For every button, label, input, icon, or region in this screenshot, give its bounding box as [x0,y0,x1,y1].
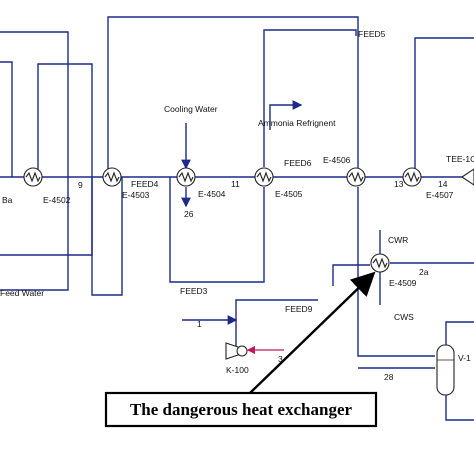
callout-arrow [249,271,376,394]
label-stream-9: 9 [78,180,83,190]
diagram-labels: FEED5 Cooling Water Ammonia Refrignent B… [0,29,474,382]
heat-exchanger-e4506 [346,167,366,187]
label-tee: TEE-1C [446,154,474,164]
compressor-k100-icon [225,342,248,360]
heat-exchanger-e4507 [402,167,422,187]
heat-exchanger-e4504 [176,167,196,187]
dangerous-exchanger-callout: The dangerous heat exchanger [104,271,378,428]
label-stream-28: 28 [384,372,394,382]
vessel-v1-icon [436,344,455,396]
label-e4506: E-4506 [323,155,351,165]
label-v1: V-1 [458,353,471,363]
feed3-return [169,177,265,283]
label-e4505: E-4505 [275,189,303,199]
label-e4502: E-4502 [43,195,71,205]
loop-e4503-bottom [91,177,123,296]
left-inner-loop [0,61,13,177]
label-e4507: E-4507 [426,190,454,200]
label-feed-water: Feed Water [0,288,44,298]
heat-exchanger-e4502 [23,167,43,187]
tee-splitter-icon [461,168,474,186]
loop-e4502 [0,63,93,256]
heat-exchanger-e4503 [102,167,122,187]
heat-exchanger-e4505 [254,167,274,187]
callout-box [104,391,378,428]
label-stream-3: 3 [278,354,283,364]
vessel-top-line [445,321,474,345]
ammonia-line [269,100,303,130]
right-top-loop [414,37,474,177]
callout-text: The dangerous heat exchanger [130,400,353,419]
label-ba: Ba [2,195,13,205]
label-stream-26: 26 [184,209,194,219]
label-feed3: FEED3 [180,286,208,296]
label-e4503: E-4503 [122,190,150,200]
label-cws: CWS [394,312,414,322]
upper-e4509-line [332,264,370,286]
label-feed4: FEED4 [131,179,159,189]
label-stream-14: 14 [438,179,448,189]
heat-exchanger-e4509 [370,253,390,273]
label-stream-13: 13 [394,179,404,189]
stream-lines [0,16,474,421]
feed5-line [263,29,357,167]
label-k100: K-100 [226,365,249,375]
label-e4509: E-4509 [389,278,417,288]
label-e4504: E-4504 [198,189,226,199]
left-outer-loop [0,31,69,291]
label-cwr: CWR [388,235,408,245]
label-feed9: FEED9 [285,304,313,314]
label-cooling-water: Cooling Water [164,104,218,114]
label-stream-2a: 2a [419,267,429,277]
label-feed6: FEED6 [284,158,312,168]
loop-e4503-top [107,16,359,177]
label-ammonia-refrigerant: Ammonia Refrignent [258,118,336,128]
label-feed5: FEED5 [358,29,386,39]
feed9-line [235,299,318,350]
loop-e4509 [357,187,435,357]
label-stream-11: 11 [231,179,240,189]
vessel-bottom-line [445,395,474,421]
label-stream-1: 1 [197,319,202,329]
